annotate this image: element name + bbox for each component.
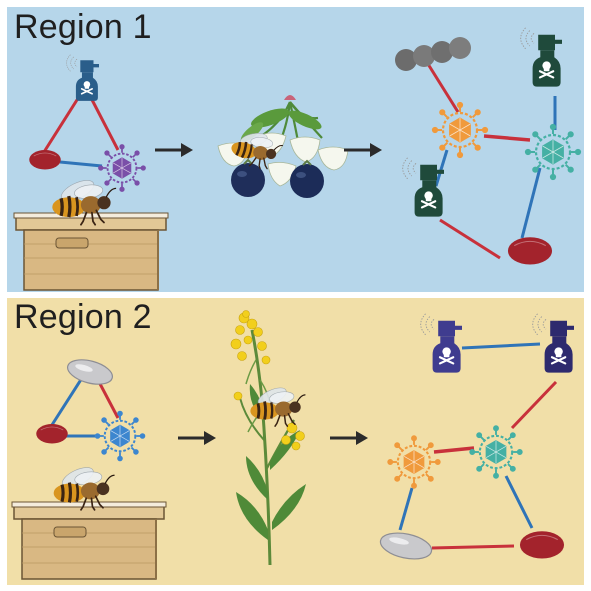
fungal-spore-chain-icon [395,37,471,71]
arrow-right-icon [344,143,382,157]
link-negative [398,487,414,531]
region-1-outcome-network [395,27,582,276]
arrow-right-icon [178,431,216,445]
canola-plant-icon [230,310,306,566]
link-positive [86,91,120,151]
link-negative [434,149,449,187]
link-negative [461,342,541,350]
link-negative [520,167,542,239]
pathogen-oval-icon [379,532,433,560]
region-1-source-network [25,54,147,193]
link-negative [48,377,84,429]
arrow-right-icon [155,143,193,157]
virus-icon [524,123,582,181]
link-positive [439,218,501,260]
virus-icon [431,101,489,159]
virus-icon [386,434,442,490]
beehive-box-icon [11,501,167,580]
region-2-source-network [32,359,146,462]
link-positive [42,91,84,153]
link-positive [426,63,460,113]
region-2-title: Region 2 [14,298,152,336]
virus-icon [468,424,524,480]
arrow-right-icon [330,431,368,445]
region-1-title: Region 1 [14,8,152,46]
link-positive [96,379,120,419]
beehive-box-icon [13,212,169,291]
virus-icon [94,410,146,462]
link-positive [510,380,558,430]
link-positive [433,446,475,454]
pathogen-oval-icon [67,359,113,385]
link-negative [504,475,534,529]
link-positive [431,544,515,550]
link-positive [483,134,531,142]
link-negative [59,160,103,168]
region-2-outcome-network [379,313,575,570]
virus-icon [97,143,147,193]
